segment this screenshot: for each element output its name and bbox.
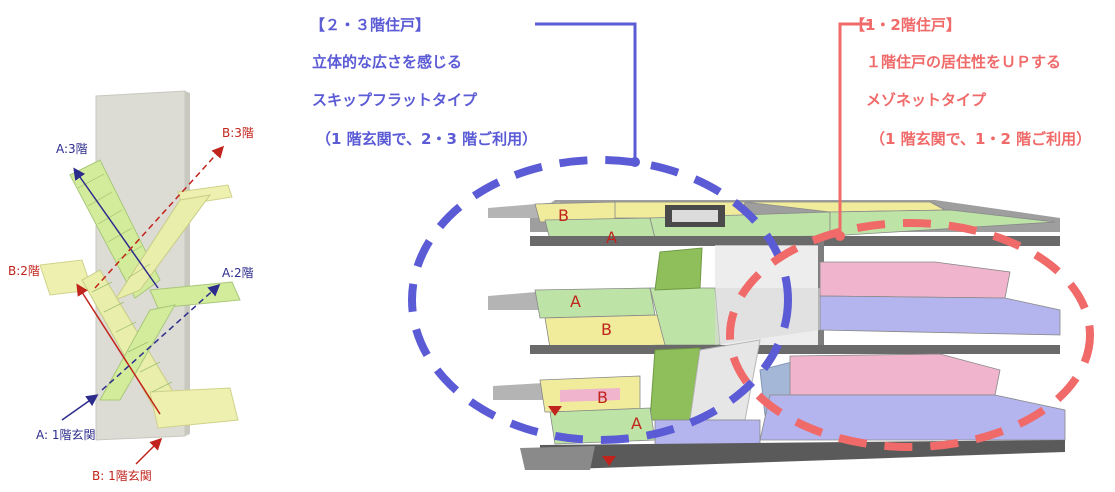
red-callout-line3: （1 階玄関で、1・2 階ご利用） bbox=[870, 130, 1092, 148]
red-leader-line bbox=[838, 22, 872, 236]
blue-callout-line2: スキップフラットタイプ bbox=[312, 91, 478, 109]
arrow-b2 bbox=[76, 283, 161, 415]
mark-bot-a: A bbox=[631, 414, 642, 433]
label-b3: B:3階 bbox=[222, 126, 254, 140]
mark-top-b: B bbox=[558, 206, 569, 225]
label-b2: B:2階 bbox=[8, 264, 40, 278]
mark-top-a: A bbox=[606, 228, 617, 247]
blue-callout-line3: （1 階玄関で、2・3 階ご利用） bbox=[316, 130, 538, 148]
red-dashed-ellipse bbox=[726, 219, 1094, 451]
red-callout-heading: 【1・2階住戸】 bbox=[850, 16, 961, 34]
landing-b-mid bbox=[39, 259, 93, 296]
red-callout-line1: １階住戸の居住性をＵＰする bbox=[866, 53, 1062, 71]
mark-bot-b: B bbox=[597, 388, 608, 407]
arrow-a2 bbox=[101, 283, 221, 391]
floor-2-unit-a bbox=[534, 287, 656, 319]
arrow-b1 bbox=[135, 437, 163, 465]
blue-leader-line bbox=[535, 22, 637, 162]
stair-flight-a-lower bbox=[99, 304, 176, 401]
entrance-marker-1 bbox=[548, 406, 562, 416]
entrance-marker-2 bbox=[602, 456, 616, 466]
red-callout-line2: メゾネットタイプ bbox=[866, 91, 987, 109]
arrow-b3 bbox=[94, 145, 225, 289]
arrow-a3 bbox=[73, 167, 159, 289]
arrow-a1 bbox=[61, 394, 99, 421]
blue-callout-line1: 立体的な広さを感じる bbox=[312, 53, 463, 71]
blue-dashed-ellipse bbox=[408, 156, 792, 444]
building-cutaway bbox=[408, 22, 1094, 470]
label-a2: A:2階 bbox=[222, 266, 254, 280]
label-a3: A:3階 bbox=[56, 142, 88, 156]
blue-callout-heading: 【２・３階住戸】 bbox=[310, 16, 431, 34]
staircase-diagram bbox=[39, 90, 241, 465]
central-stair-upper bbox=[654, 247, 703, 291]
label-b1: B: 1階玄関 bbox=[92, 469, 152, 483]
mark-mid-a: A bbox=[570, 292, 581, 311]
mark-mid-b: B bbox=[601, 320, 612, 339]
stair-flight-b-upper bbox=[113, 194, 212, 302]
label-a1: A: 1階玄関 bbox=[36, 428, 96, 442]
landing-bottom bbox=[149, 387, 239, 429]
